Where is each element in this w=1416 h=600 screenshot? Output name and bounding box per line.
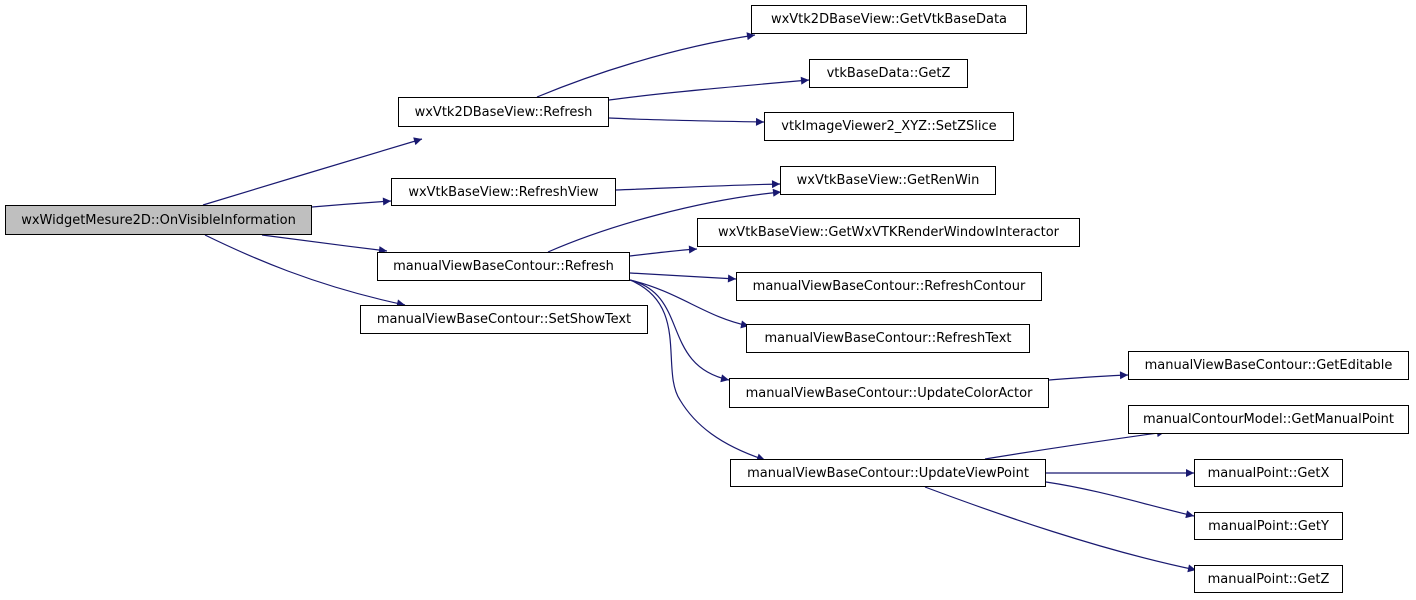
node-n1[interactable]: wxVtk2DBaseView::Refresh	[398, 97, 609, 127]
node-n6[interactable]: vtkBaseData::GetZ	[809, 59, 968, 88]
edge-n1-n6	[608, 76, 810, 101]
edge-root-n4	[204, 234, 406, 308]
node-n15[interactable]: manualContourModel::GetManualPoint	[1128, 405, 1409, 434]
node-n10[interactable]: manualViewBaseContour::RefreshContour	[736, 272, 1042, 301]
node-n5[interactable]: wxVtk2DBaseView::GetVtkBaseData	[751, 5, 1027, 34]
node-label: manualViewBaseContour::UpdateColorActor	[745, 385, 1033, 401]
node-label: wxVtk2DBaseView::GetVtkBaseData	[770, 12, 1008, 27]
node-n18[interactable]: manualPoint::GetZ	[1194, 565, 1343, 593]
node-label: manualViewBaseContour::Refresh	[393, 259, 614, 274]
edge-n12-n14	[1048, 371, 1129, 381]
edge-n3-n13	[629, 279, 766, 462]
node-n3[interactable]: manualViewBaseContour::Refresh	[377, 252, 630, 281]
node-n16[interactable]: manualPoint::GetX	[1194, 459, 1343, 487]
node-label: wxVtkBaseView::GetWxVTKRenderWindowInter…	[717, 225, 1060, 240]
node-n13[interactable]: manualViewBaseContour::UpdateViewPoint	[730, 459, 1046, 487]
node-n2[interactable]: wxVtkBaseView::RefreshView	[391, 178, 616, 206]
node-label: vtkImageViewer2_XYZ::SetZSlice	[781, 119, 997, 134]
node-label: manualPoint::GetY	[1208, 518, 1329, 534]
node-label: wxVtk2DBaseView::Refresh	[414, 104, 593, 120]
node-label: manualViewBaseContour::RefreshContour	[752, 279, 1026, 294]
edge-n13-n15	[984, 429, 1166, 460]
edge-root-n2	[311, 197, 392, 208]
edge-n3-n8	[547, 188, 782, 253]
node-n9[interactable]: wxVtkBaseView::GetWxVTKRenderWindowInter…	[697, 218, 1080, 247]
node-label: wxVtkBaseView::GetRenWin	[796, 173, 980, 188]
node-label: wxVtkBaseView::RefreshView	[408, 184, 599, 200]
node-n7[interactable]: vtkImageViewer2_XYZ::SetZSlice	[764, 112, 1014, 141]
edge-n13-n18	[924, 486, 1197, 573]
node-n8[interactable]: wxVtkBaseView::GetRenWin	[780, 166, 996, 195]
node-n14[interactable]: manualViewBaseContour::GetEditable	[1128, 351, 1409, 380]
node-label: manualViewBaseContour::UpdateViewPoint	[747, 465, 1029, 481]
edge-n2-n8	[615, 180, 781, 191]
node-label: manualViewBaseContour::SetShowText	[376, 312, 632, 327]
edge-n13-n17	[1045, 481, 1195, 519]
edge-n3-n10	[629, 272, 737, 283]
node-label: vtkBaseData::GetZ	[826, 66, 951, 81]
node-n17[interactable]: manualPoint::GetY	[1194, 512, 1343, 540]
node-label: manualPoint::GetX	[1207, 465, 1330, 481]
edge-n3-n11	[629, 279, 750, 329]
node-root: wxWidgetMesure2D::OnVisibleInformation	[5, 205, 312, 235]
node-label: wxWidgetMesure2D::OnVisibleInformation	[21, 212, 296, 228]
node-n12[interactable]: manualViewBaseContour::UpdateColorActor	[729, 378, 1049, 408]
node-label: manualPoint::GetZ	[1207, 571, 1330, 587]
edge-n1-n7	[608, 117, 765, 126]
node-label: manualContourModel::GetManualPoint	[1142, 412, 1395, 427]
edge-root-n3	[261, 234, 388, 255]
edge-n1-n5	[536, 32, 756, 98]
node-n4[interactable]: manualViewBaseContour::SetShowText	[360, 305, 648, 334]
node-label: manualViewBaseContour::GetEditable	[1144, 358, 1393, 373]
edge-n3-n12	[629, 279, 730, 383]
node-label: manualViewBaseContour::RefreshText	[764, 331, 1012, 346]
node-n11[interactable]: manualViewBaseContour::RefreshText	[746, 324, 1030, 353]
edge-root-n1	[202, 137, 423, 206]
edge-n3-n9	[629, 245, 698, 257]
